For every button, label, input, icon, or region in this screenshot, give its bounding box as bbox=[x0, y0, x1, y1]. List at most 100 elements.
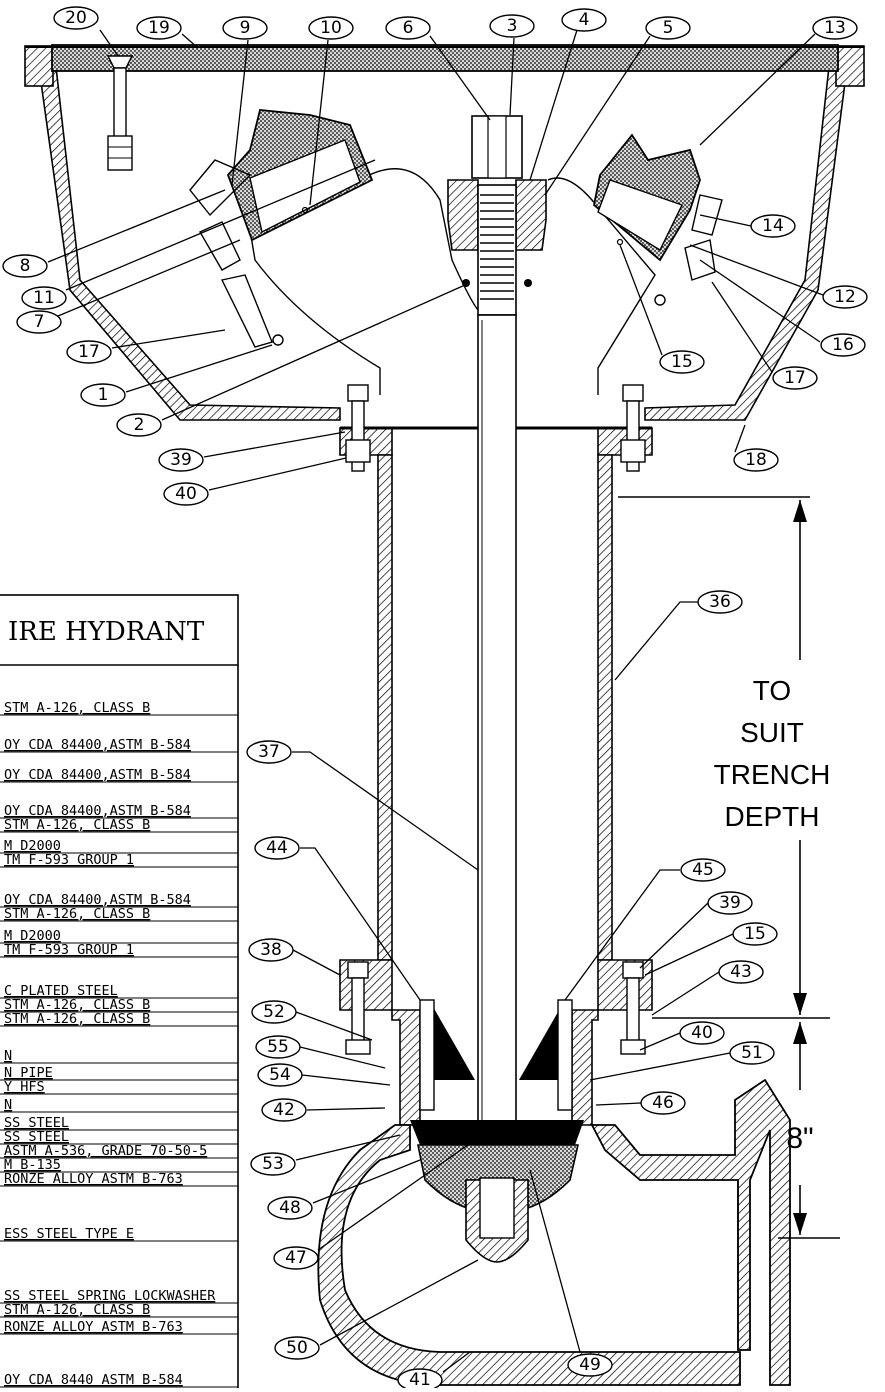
callout-number: 45 bbox=[692, 860, 714, 880]
callout-balloon bbox=[489, 14, 535, 38]
leader-c55 bbox=[299, 1046, 386, 1069]
callout-number: 12 bbox=[834, 287, 856, 307]
callout-balloon bbox=[640, 1091, 686, 1115]
callout-balloon bbox=[679, 1021, 725, 1045]
callout-balloon bbox=[136, 16, 182, 40]
drain-valve-right bbox=[557, 999, 573, 1111]
callout-balloon bbox=[257, 1063, 303, 1087]
callout-number: 41 bbox=[409, 1370, 431, 1388]
barrel-wall-right bbox=[597, 454, 613, 961]
leader-c39a bbox=[203, 431, 346, 458]
callout-50: 50 bbox=[274, 1336, 320, 1360]
valve-rubber bbox=[410, 1120, 584, 1145]
callout-balloon bbox=[21, 286, 67, 310]
callout-3: 3 bbox=[489, 14, 535, 38]
callout-balloon bbox=[246, 740, 292, 764]
callout-16: 16 bbox=[820, 333, 866, 357]
callout-balloon bbox=[822, 285, 868, 309]
leader-c8 bbox=[47, 189, 226, 263]
table-row: OY CDA 84400,ASTM B-584 bbox=[4, 803, 191, 819]
callout-balloon bbox=[812, 16, 858, 40]
leader-c42 bbox=[306, 1107, 386, 1111]
box-wall-left bbox=[28, 57, 341, 421]
callout-balloon bbox=[16, 310, 62, 334]
leader-c46 bbox=[595, 1102, 642, 1106]
callout-number: 40 bbox=[175, 484, 197, 504]
table-row: STM A-126, CLASS B bbox=[4, 1302, 150, 1318]
callout-number: 39 bbox=[719, 893, 741, 913]
callout-51: 51 bbox=[729, 1041, 775, 1065]
leader-c54 bbox=[301, 1074, 391, 1086]
callout-46: 46 bbox=[640, 1091, 686, 1115]
right-nozzle bbox=[593, 133, 723, 306]
leader-c20 bbox=[99, 29, 119, 57]
callout-19: 19 bbox=[136, 16, 182, 40]
trench-depth-dimension: TO SUIT TRENCH DEPTH bbox=[618, 496, 831, 1019]
leader-c40a bbox=[208, 457, 347, 491]
leader-c47 bbox=[317, 1139, 476, 1251]
callout-balloon bbox=[158, 448, 204, 472]
table-row: STM A-126, CLASS B bbox=[4, 906, 150, 922]
callout-39: 39 bbox=[158, 448, 204, 472]
callout-49: 49 bbox=[567, 1353, 613, 1377]
callout-9: 9 bbox=[222, 16, 268, 40]
callout-number: 15 bbox=[744, 924, 766, 944]
left-nozzle-center bbox=[301, 206, 309, 214]
valve-stem-end bbox=[479, 1177, 515, 1239]
callout-balloon bbox=[274, 1336, 320, 1360]
callout-number: 1 bbox=[98, 385, 109, 405]
leader-c44 bbox=[300, 847, 421, 1001]
left-chain bbox=[189, 159, 273, 348]
leader-c17a bbox=[111, 329, 226, 349]
leader-c39b bbox=[639, 902, 709, 969]
table-row: OY CDA 84400,ASTM B-584 bbox=[4, 892, 191, 908]
callout-43: 43 bbox=[718, 960, 764, 984]
callout-2: 2 bbox=[116, 413, 162, 437]
leader-c2 bbox=[161, 284, 466, 421]
callout-balloon bbox=[561, 8, 607, 32]
callout-balloon bbox=[163, 482, 209, 506]
callout-number: 17 bbox=[78, 342, 100, 362]
table-row: STM A-126, CLASS B bbox=[4, 1011, 150, 1027]
callout-balloon bbox=[66, 340, 112, 364]
callout-number: 47 bbox=[285, 1248, 307, 1268]
cover-bolt-nut bbox=[107, 135, 133, 171]
callout-number: 14 bbox=[762, 216, 784, 236]
rim-right bbox=[835, 45, 865, 87]
callout-47: 47 bbox=[273, 1246, 319, 1270]
table-row: OY CDA 84400,ASTM B-584 bbox=[4, 737, 191, 753]
left-nozzle bbox=[189, 109, 374, 348]
leader-c37 bbox=[292, 751, 479, 871]
callout-number: 11 bbox=[33, 288, 55, 308]
flange-bolts bbox=[345, 384, 646, 1055]
table-row: SS STEEL bbox=[4, 1115, 69, 1131]
table-row: SS STEEL SPRING LOCKWASHER bbox=[4, 1288, 216, 1304]
callout-20: 20 bbox=[53, 6, 99, 30]
leader-c16 bbox=[699, 259, 821, 343]
callout-balloon bbox=[248, 938, 294, 962]
callout-number: 53 bbox=[262, 1154, 284, 1174]
callout-balloon bbox=[267, 1196, 313, 1220]
callout-54: 54 bbox=[257, 1063, 303, 1087]
right-chain bbox=[684, 194, 723, 281]
callout-balloon bbox=[2, 254, 48, 278]
callout-balloon bbox=[385, 16, 431, 40]
leader-c52 bbox=[295, 1011, 373, 1041]
callout-balloon bbox=[750, 214, 796, 238]
table-row: N bbox=[4, 1048, 12, 1064]
callout-balloon bbox=[718, 960, 764, 984]
callout-number: 55 bbox=[267, 1037, 289, 1057]
depth-label-line4: DEPTH bbox=[725, 801, 820, 832]
o-ring-right bbox=[524, 279, 532, 287]
callout-7: 7 bbox=[16, 310, 62, 334]
callout-balloon bbox=[53, 6, 99, 30]
table-row: ESS STEEL TYPE E bbox=[4, 1226, 134, 1242]
callout-17: 17 bbox=[66, 340, 112, 364]
valve-box bbox=[24, 44, 865, 421]
depth-label-line3: TRENCH bbox=[714, 759, 831, 790]
bonnet-left bbox=[447, 179, 479, 251]
callout-number: 16 bbox=[832, 335, 854, 355]
